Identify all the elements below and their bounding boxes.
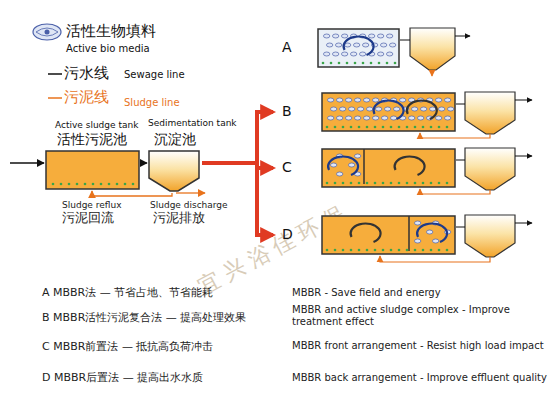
- legend-text: 活性生物填料: [66, 23, 156, 40]
- tank-label: 沉淀池: [154, 131, 196, 147]
- note-text: MBBR and active sludge complex - Improve…: [292, 304, 547, 327]
- process-option: D: [276, 215, 456, 255]
- sewage-line-sample: [48, 73, 62, 75]
- caption-text: Sludge reflux: [62, 200, 121, 210]
- legend-text: 污水线: [64, 65, 109, 82]
- note-text: B MBBR活性污泥复合法 — 提高处理效果: [42, 312, 246, 325]
- option-letter: D: [282, 226, 293, 242]
- legend-text: 污泥线: [64, 89, 109, 106]
- legend-text: Sludge line: [124, 97, 180, 109]
- note-text: C MBBR前置法 — 抵抗高负荷冲击: [42, 341, 213, 354]
- caption-text: 污泥回流: [62, 211, 114, 226]
- option-letter: B: [282, 103, 292, 119]
- sedimentation-tank: Sedimentation tank沉淀池: [148, 150, 200, 192]
- clarifier: [400, 28, 470, 76]
- tank-label: Sedimentation tank: [148, 118, 237, 128]
- tank-shape: [148, 150, 200, 192]
- option-arrow: [202, 163, 273, 235]
- tank-label: Active sludge tank: [55, 120, 138, 130]
- tank-shape: [276, 148, 456, 188]
- option-letter: A: [282, 39, 292, 55]
- note-text: MBBR front arrangement - Resist high loa…: [292, 340, 547, 352]
- caption-text: 污泥排放: [153, 211, 205, 226]
- sludge-line-sample: [48, 97, 62, 99]
- note-text: MBBR back arrangement - Improve effluent…: [292, 372, 547, 384]
- tank-shape: [276, 92, 456, 132]
- tank-shape: [276, 28, 400, 68]
- note-text: MBBR - Save field and energy: [292, 287, 547, 299]
- legend-text: Active bio media: [66, 43, 150, 55]
- process-option: B: [276, 92, 456, 132]
- note-text: A MBBR法 — 节省占地、节省能耗: [42, 287, 213, 300]
- tank-shape: [276, 215, 456, 255]
- process-option: C: [276, 148, 456, 188]
- sludge-discharge-line: [176, 192, 205, 193]
- bio-media-icon: [33, 24, 61, 40]
- process-option: A: [276, 28, 400, 68]
- tank-shape: [45, 150, 140, 190]
- caption-text: Sludge discharge: [150, 200, 228, 210]
- option-letter: C: [282, 159, 292, 175]
- note-text: D MBBR后置法 — 提高出水水质: [42, 372, 203, 385]
- legend-text: Sewage line: [124, 69, 185, 81]
- tank-label: 活性污泥池: [57, 131, 127, 147]
- sludge-reflux-line: [92, 191, 172, 196]
- inlet-arrow: [10, 162, 44, 163]
- aeration-tank: Active sludge tank活性污泥池: [45, 150, 140, 190]
- sewage-flow: [140, 162, 147, 163]
